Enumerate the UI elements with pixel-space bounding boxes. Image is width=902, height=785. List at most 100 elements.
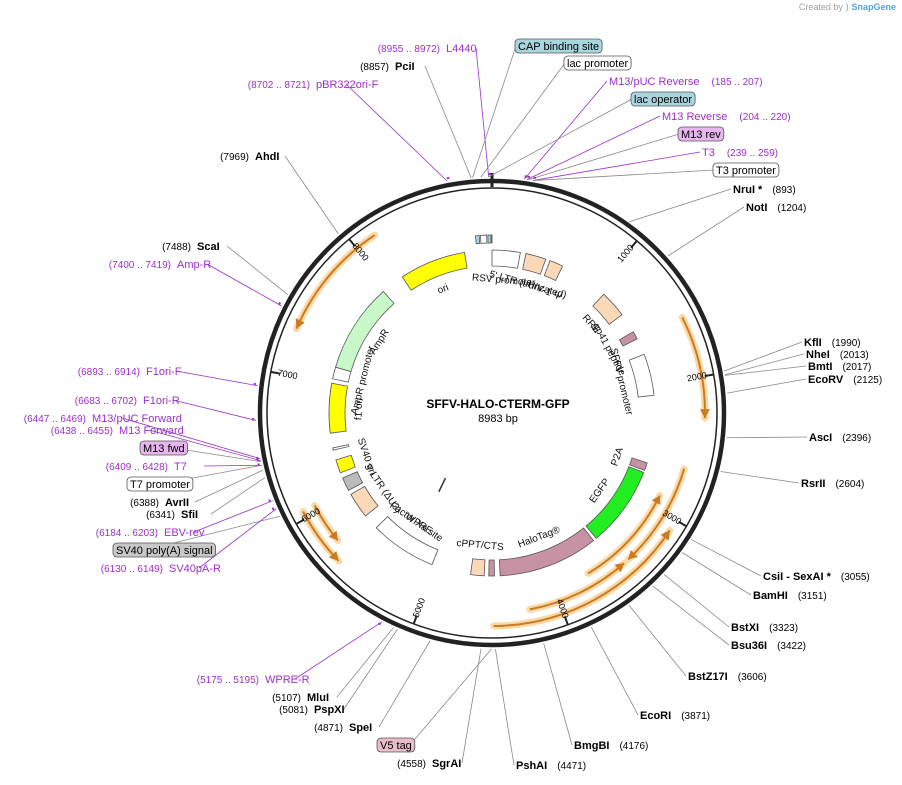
leader-line-layer bbox=[121, 45, 808, 766]
callout-lac-operator: lac operator bbox=[630, 91, 696, 107]
primer-position: (8955 .. 8972) bbox=[378, 44, 440, 55]
feature-egfp bbox=[585, 466, 645, 539]
feature-p2a-label: P2A bbox=[609, 446, 626, 468]
enzyme-bmti: BmtI(2017) bbox=[808, 361, 871, 373]
enzyme-position: (4558) bbox=[397, 759, 426, 770]
feature-rre bbox=[592, 293, 623, 325]
feature-egfp-label: EGFP bbox=[587, 476, 612, 505]
orange-arc-arrowhead bbox=[651, 495, 661, 505]
enzyme-bmgbi: BmgBI(4176) bbox=[574, 740, 648, 752]
callout-box bbox=[563, 55, 632, 71]
primer-f1ori-f: F1ori-F(6893 .. 6914) bbox=[78, 366, 182, 378]
tick-label: 7000 bbox=[277, 368, 299, 381]
enzyme-asci: AscI(2396) bbox=[809, 432, 871, 444]
primer-pbr322ori-f: pBR322ori-F (8702 .. 8721) bbox=[248, 79, 379, 91]
feature-hiv-1-psi-label: HIV-1 Ψ bbox=[526, 279, 564, 303]
leader-scai bbox=[226, 245, 289, 296]
callout-text: M13 fwd bbox=[143, 443, 185, 455]
primer-m13-puc-forward: M13/pUC Forward(6447 .. 6469) bbox=[24, 413, 182, 425]
enzyme-spei: (4871)SpeI bbox=[314, 722, 372, 734]
credit-brand: SnapGene bbox=[851, 2, 896, 12]
enzyme-position: (7969) bbox=[220, 152, 249, 163]
enzyme-pshai: PshAI(4471) bbox=[516, 760, 586, 772]
enzyme-position: (1990) bbox=[832, 338, 861, 349]
enzyme-name: PspXI bbox=[314, 704, 345, 716]
enzyme-bsu36i: Bsu36I(3422) bbox=[731, 640, 806, 652]
leader-v5-tag bbox=[409, 648, 492, 746]
leader-pbr322ori-f bbox=[345, 83, 448, 182]
primer-l4440: L4440(8955 .. 8972) bbox=[378, 43, 477, 55]
tick-mark bbox=[563, 616, 569, 626]
primer-name: pBR322ori-F bbox=[316, 79, 379, 91]
primer-ebv-rev: EBV-rev(6184 .. 6203) bbox=[96, 527, 205, 539]
feature-sffv-promoter bbox=[628, 353, 655, 398]
orange-arc-arrowhead bbox=[699, 409, 710, 419]
enzyme-position: (6388) bbox=[130, 498, 159, 509]
enzyme-position: (3055) bbox=[841, 572, 870, 583]
callout-box bbox=[139, 440, 188, 456]
primer-position: (6438 .. 6455) bbox=[51, 426, 113, 437]
enzyme-ahdi: (7969) AhdI bbox=[220, 151, 279, 163]
leader-bstz17i bbox=[628, 604, 687, 677]
orange-arc-arrowhead bbox=[628, 550, 638, 560]
callout-t3-promoter: T3 promoter bbox=[712, 162, 780, 178]
app-credit: Created by ⟩ SnapGene bbox=[799, 2, 896, 13]
primer-position: (8702 .. 8721) bbox=[248, 80, 310, 91]
leader-avrii bbox=[194, 469, 264, 503]
primer-m13-puc-reverse: M13/pUC Reverse(185 .. 207) bbox=[609, 76, 763, 88]
enzyme-position: (7488) bbox=[162, 242, 191, 253]
leader-nhei bbox=[724, 353, 805, 376]
enzyme-bstz17i: BstZ17I(3606) bbox=[688, 671, 767, 683]
leader-kfli bbox=[724, 341, 803, 372]
primer-name: M13 Forward bbox=[119, 425, 184, 437]
leader-mlui bbox=[336, 627, 394, 698]
enzyme-position: (3606) bbox=[738, 672, 767, 683]
enzyme-name: AvrII bbox=[165, 497, 189, 509]
callout-m13-rev: M13 rev bbox=[677, 126, 725, 142]
enzyme-name: SfiI bbox=[181, 509, 198, 521]
tick-mark bbox=[678, 520, 687, 528]
primer-amp-r: Amp-R(7400 .. 7419) bbox=[109, 259, 212, 271]
enzyme-position: (8857) bbox=[360, 62, 389, 73]
primer-position: (7400 .. 7419) bbox=[109, 260, 171, 271]
callout-text: V5 tag bbox=[380, 740, 412, 752]
leader-sfii bbox=[210, 477, 266, 515]
primer-position: (239 .. 259) bbox=[727, 148, 778, 159]
leader-amp-r bbox=[206, 263, 282, 307]
leader-t3-promoter bbox=[532, 169, 715, 181]
enzyme-name: PciI bbox=[395, 61, 415, 73]
callout-text: lac promoter bbox=[567, 58, 628, 70]
primer-name: WPRE-R bbox=[265, 674, 310, 686]
primer-site-wpre-r bbox=[377, 622, 382, 626]
enzyme-name: MluI bbox=[307, 692, 329, 704]
leader-csii-sexai bbox=[691, 539, 762, 577]
callout-box bbox=[677, 126, 725, 142]
snapgene-logo-icon: ⟩ bbox=[845, 2, 849, 12]
enzyme-bamhi: BamHI(3151) bbox=[753, 590, 827, 602]
enzyme-mlui: (5107) MluI bbox=[272, 692, 329, 704]
enzyme-kfli: KflI(1990) bbox=[804, 337, 861, 349]
tick-mark bbox=[704, 373, 714, 378]
primer-name: F1ori-R bbox=[143, 395, 180, 407]
leader-sv40pa-r bbox=[198, 508, 277, 569]
orange-arc-arrowhead bbox=[660, 530, 670, 541]
orange-arc bbox=[587, 495, 661, 575]
enzyme-position: (5107) bbox=[272, 693, 301, 704]
feature-gp41-peptide bbox=[618, 331, 638, 347]
leader-lac-operator bbox=[488, 98, 633, 178]
feature-sv40-ori bbox=[335, 454, 356, 474]
enzyme-name: BstXI bbox=[731, 622, 759, 634]
primer-m13-forward: M13 Forward (6438 .. 6455) bbox=[51, 425, 184, 437]
primer-t3: T3 (239 .. 259) bbox=[702, 147, 778, 159]
feature-p2a bbox=[629, 457, 648, 471]
primer-f1ori-r: F1ori-R(6683 .. 6702) bbox=[75, 395, 180, 407]
enzyme-position: (4871) bbox=[314, 723, 343, 734]
enzyme-name: Bsu36I bbox=[731, 640, 767, 652]
enzyme-sfii: (6341)SfiI bbox=[146, 509, 198, 521]
primer-name: T3 bbox=[702, 147, 715, 159]
orange-arc bbox=[493, 529, 671, 627]
leader-rsrii bbox=[720, 471, 800, 484]
enzyme-name: AhdI bbox=[255, 151, 279, 163]
enzyme-rsrii: RsrII(2604) bbox=[801, 478, 864, 490]
